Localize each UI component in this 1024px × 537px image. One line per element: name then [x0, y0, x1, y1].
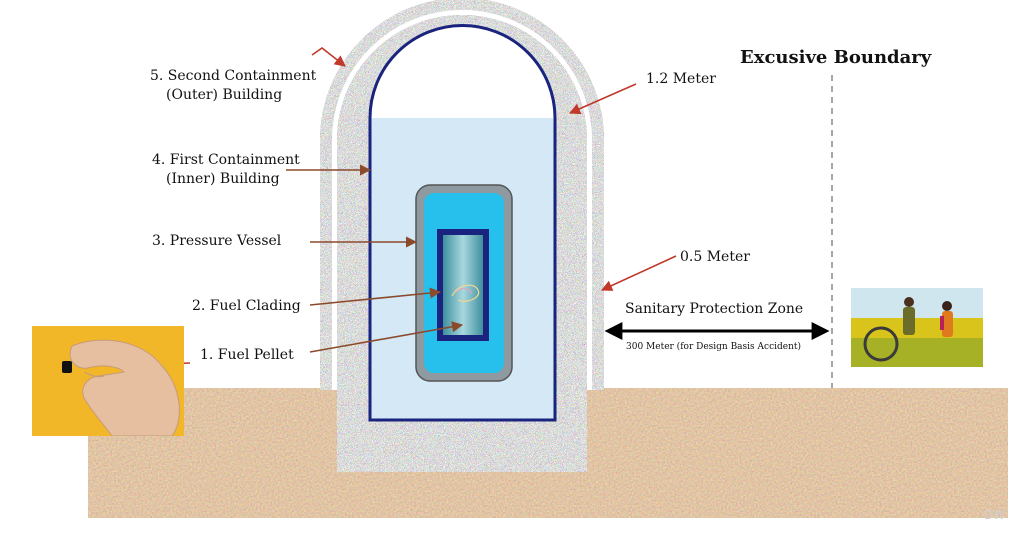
second-containment-label-line1: 5. Second Containment [150, 68, 317, 84]
inner-thickness-label: 0.5 Meter [680, 249, 750, 265]
field-photo [851, 288, 983, 367]
fuel-pellet-photo [32, 326, 184, 436]
fuel-pellet-label: 1. Fuel Pellet [200, 347, 294, 363]
fuel-clading-label: 2. Fuel Clading [192, 298, 301, 314]
label-arrows [286, 164, 464, 353]
sanitary-zone-label: Sanitary Protection Zone [625, 301, 804, 317]
exclusive-boundary-title: Excusive Boundary [740, 47, 932, 68]
watermark: DW [984, 508, 1006, 522]
pressure-vessel-label: 3. Pressure Vessel [152, 233, 282, 249]
fuel-cladding [437, 229, 489, 341]
outer-thickness-label: 1.2 Meter [646, 71, 716, 87]
first-containment-label-line2: (Inner) Building [166, 171, 280, 187]
sanitary-zone-distance: 300 Meter (for Design Basis Accident) [626, 342, 801, 352]
first-containment-label-line1: 4. First Containment [152, 152, 300, 168]
second-containment-label-line2: (Outer) Building [166, 87, 283, 103]
